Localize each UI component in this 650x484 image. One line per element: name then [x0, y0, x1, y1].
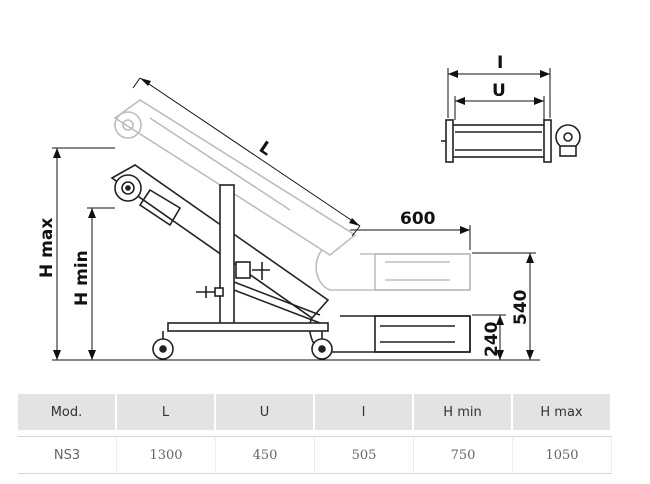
table-cell: 750	[414, 436, 513, 474]
conveyor-frame	[167, 184, 329, 332]
label-540: 540	[511, 289, 531, 325]
label-L: L	[255, 138, 275, 161]
column-header: H max	[513, 394, 612, 436]
label-600: 600	[400, 209, 436, 229]
column-header: L	[117, 394, 216, 436]
cart-wheels	[152, 331, 333, 360]
column-header: Mod.	[18, 394, 117, 436]
dimension-arrowheads	[53, 78, 534, 360]
column-header: I	[315, 394, 414, 436]
label-h-max: H max	[37, 218, 57, 278]
table-cell: 450	[216, 436, 315, 474]
label-240: 240	[482, 321, 502, 357]
table-cell: 1300	[117, 436, 216, 474]
label-h-min: H min	[72, 250, 92, 306]
table-cell: 505	[315, 436, 414, 474]
label-I: I	[497, 53, 503, 73]
table-cell: 1050	[513, 436, 612, 474]
table-cell: NS3	[18, 436, 117, 474]
conveyor-technical-drawing: L 600 H max H min 540 240 I U	[37, 53, 581, 361]
top-view-dimensions	[447, 68, 551, 120]
conveyor-raised-position	[113, 99, 471, 291]
label-U: U	[492, 81, 506, 101]
column-header: H min	[414, 394, 513, 436]
top-view-arrowheads	[448, 70, 550, 105]
conveyor-top-view	[441, 119, 581, 163]
column-header: U	[216, 394, 315, 436]
